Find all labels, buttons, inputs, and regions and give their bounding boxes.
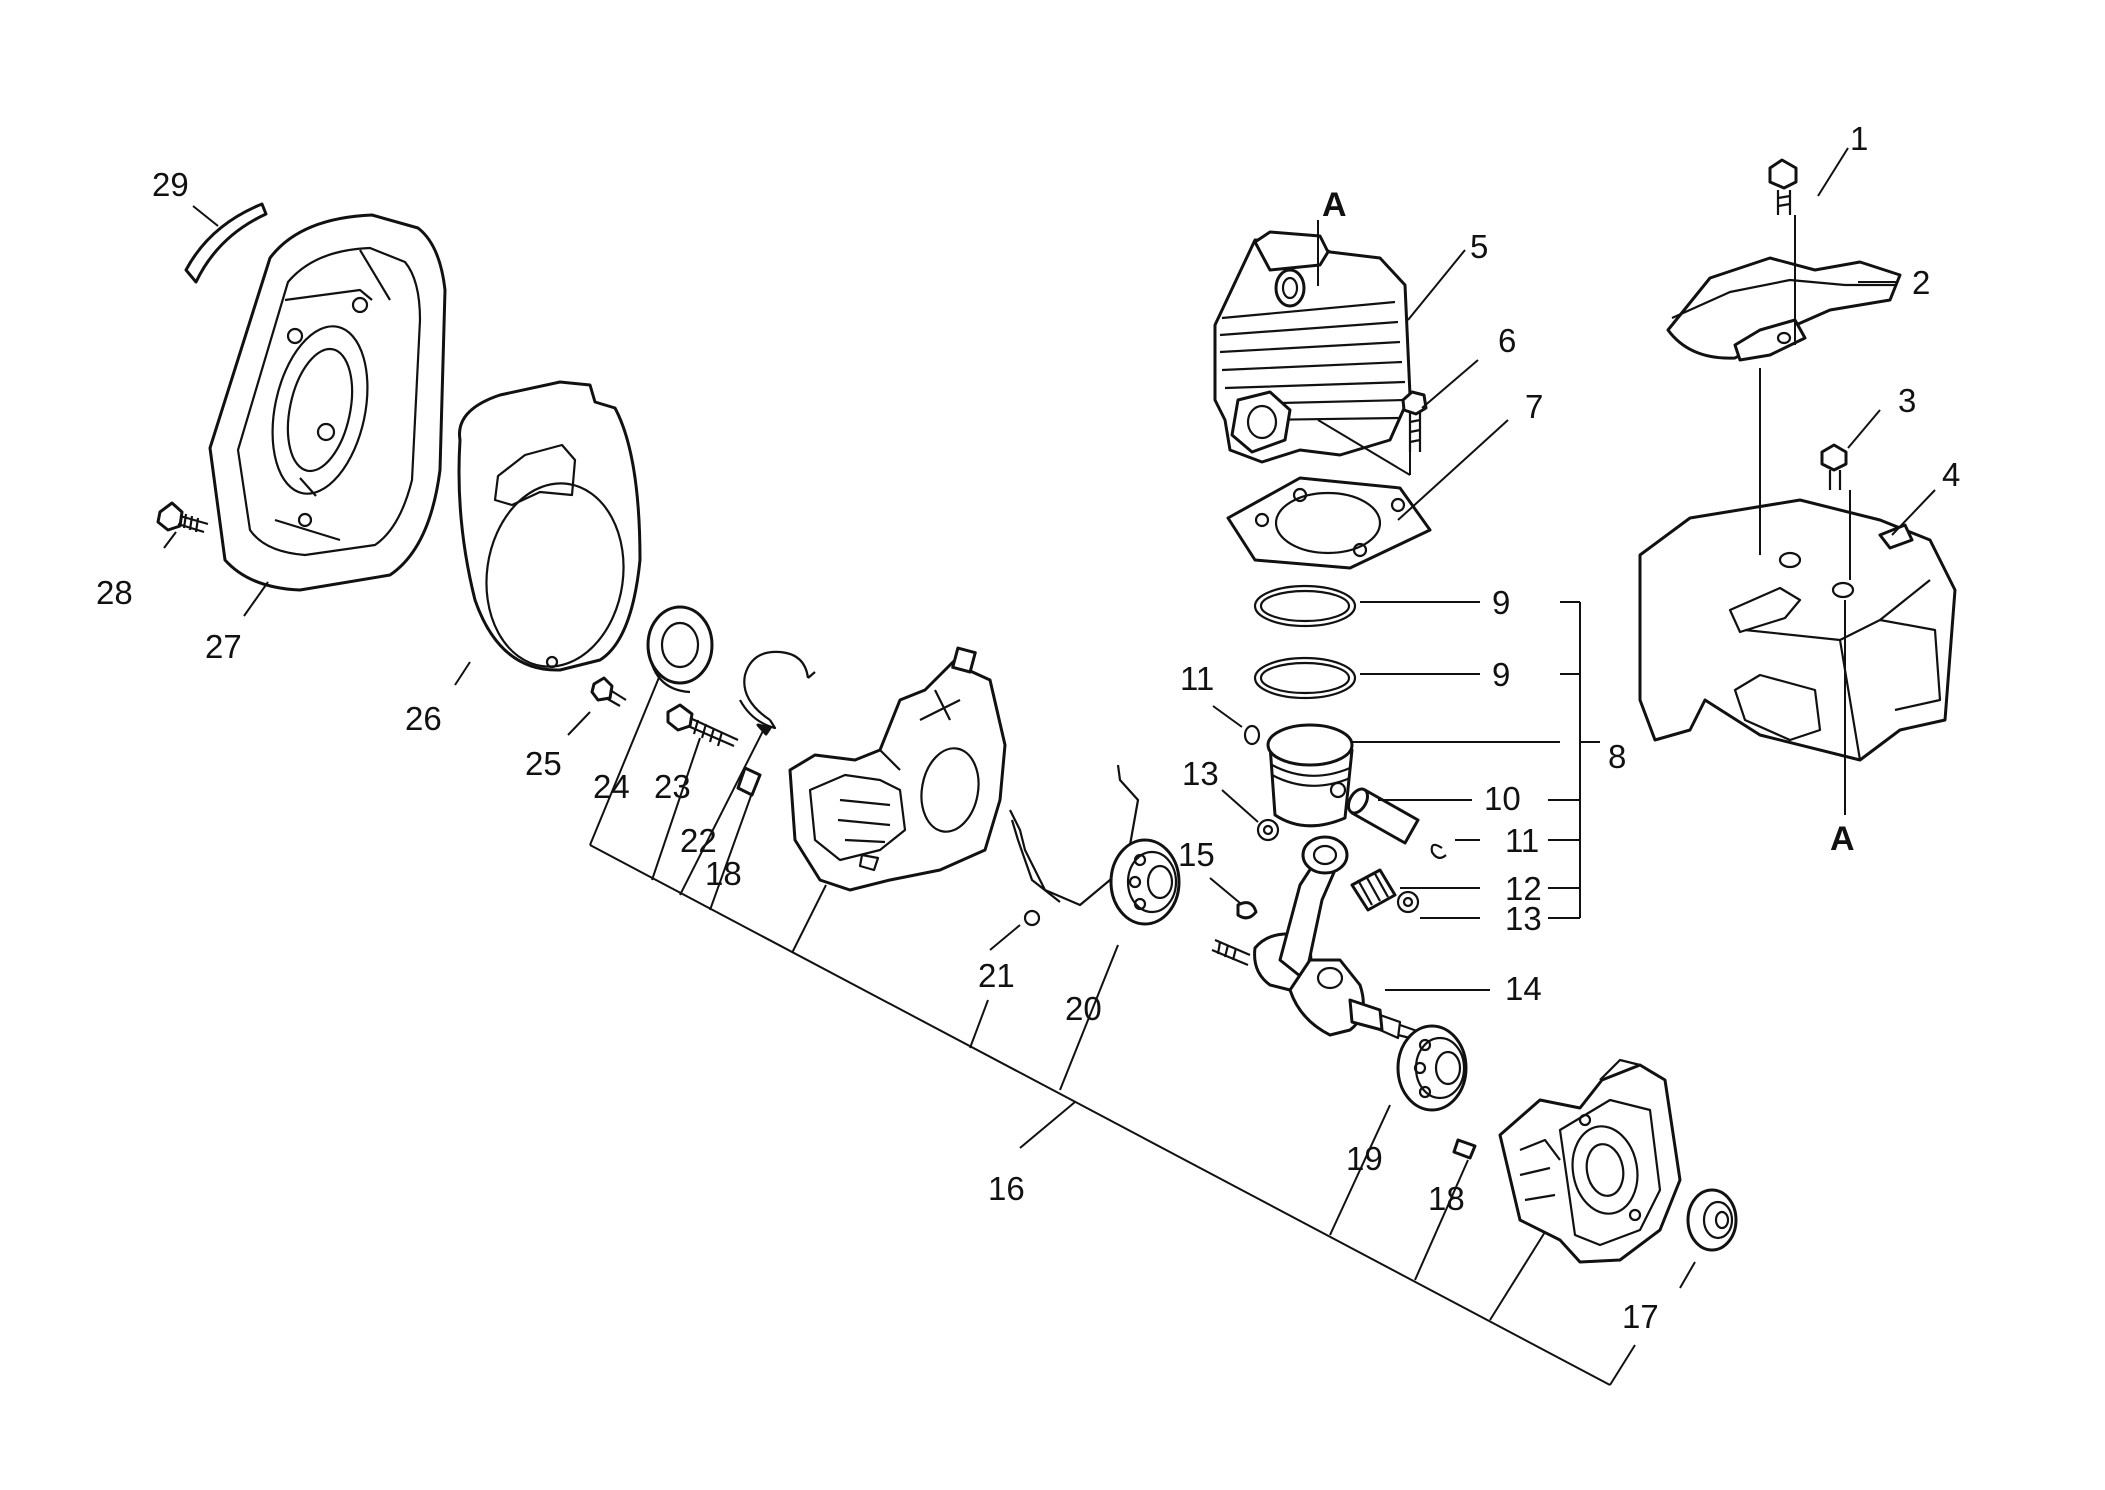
label-4: 4 [1942, 456, 1960, 493]
label-11-left: 11 [1180, 660, 1214, 697]
part-2-handle [1666, 256, 1902, 362]
label-12: 12 [1505, 870, 1542, 907]
label-27: 27 [205, 628, 242, 665]
label-8: 8 [1608, 738, 1626, 775]
label-28: 28 [96, 574, 133, 611]
part-13-washer-left [1256, 818, 1280, 842]
part-22-circlip [739, 650, 816, 736]
label-2: 2 [1912, 264, 1930, 301]
part-19-bearing [1396, 1024, 1468, 1112]
label-23: 23 [654, 768, 691, 805]
part-14-crankshaft [1211, 835, 1421, 1042]
part-9-piston-ring-lower [1253, 656, 1357, 700]
label-17: 17 [1622, 1298, 1659, 1335]
part-17-oil-seal [1686, 1188, 1738, 1252]
part-11-clip-right [1430, 843, 1447, 859]
part-26-gasket-plate [457, 380, 642, 672]
part-10-piston-pin [1347, 787, 1420, 845]
label-19: 19 [1346, 1140, 1383, 1177]
part-8-piston [1266, 723, 1354, 828]
label-14: 14 [1505, 970, 1542, 1007]
label-1: 1 [1850, 120, 1868, 157]
ref-a-cover: A [1830, 820, 1855, 858]
part-28-bolt [156, 501, 209, 534]
part-24-oil-seal [646, 605, 714, 694]
label-26: 26 [405, 700, 442, 737]
part-23-bolt [666, 703, 739, 748]
part-7-cylinder-gasket [1226, 476, 1432, 570]
part-27-fan-housing [208, 213, 447, 592]
part-13-washer-right [1396, 890, 1420, 914]
part-16-crankcase-left [788, 646, 1007, 892]
part-11-clip-left [1243, 724, 1261, 746]
label-20: 20 [1065, 990, 1102, 1027]
part-21-gasket [1009, 764, 1140, 927]
label-3: 3 [1898, 382, 1916, 419]
label-5: 5 [1470, 228, 1488, 265]
part-15-key [1236, 901, 1258, 920]
label-22: 22 [680, 822, 717, 859]
part-3-screw [1820, 443, 1848, 490]
label-10: 10 [1484, 780, 1521, 817]
part-9-piston-ring-upper [1253, 584, 1357, 628]
label-24: 24 [593, 768, 630, 805]
part-12-needle-bearing [1350, 868, 1397, 912]
part-29-decal [184, 202, 268, 284]
label-11-right: 11 [1505, 822, 1539, 859]
label-25: 25 [525, 745, 562, 782]
label-13-left: 13 [1182, 755, 1219, 792]
leader-lines [163, 147, 1936, 1386]
label-29: 29 [152, 166, 189, 203]
part-1-screw [1768, 158, 1798, 215]
label-18-upper: 18 [705, 855, 742, 892]
label-21: 21 [978, 957, 1015, 994]
part-6-bolt [1401, 390, 1428, 452]
label-6: 6 [1498, 322, 1516, 359]
part-20-bearing [1109, 838, 1181, 926]
part-16-crankcase-right [1498, 1058, 1682, 1264]
part-18-dowel-pin-lower [1452, 1138, 1477, 1160]
label-9-lower: 9 [1492, 656, 1510, 693]
part-5-cylinder [1213, 230, 1412, 464]
label-9-upper: 9 [1492, 584, 1510, 621]
part-25-screw [590, 676, 627, 707]
part-4-cover [1638, 498, 1957, 762]
ref-a-cylinder: A [1322, 186, 1347, 224]
label-13-right: 13 [1505, 900, 1542, 937]
label-15: 15 [1178, 836, 1215, 873]
label-16: 16 [988, 1170, 1025, 1207]
label-18-lower: 18 [1428, 1180, 1465, 1217]
label-7: 7 [1525, 388, 1543, 425]
part-labels: 29 28 27 26 25 24 23 22 18 21 20 16 19 1… [96, 120, 1960, 1335]
